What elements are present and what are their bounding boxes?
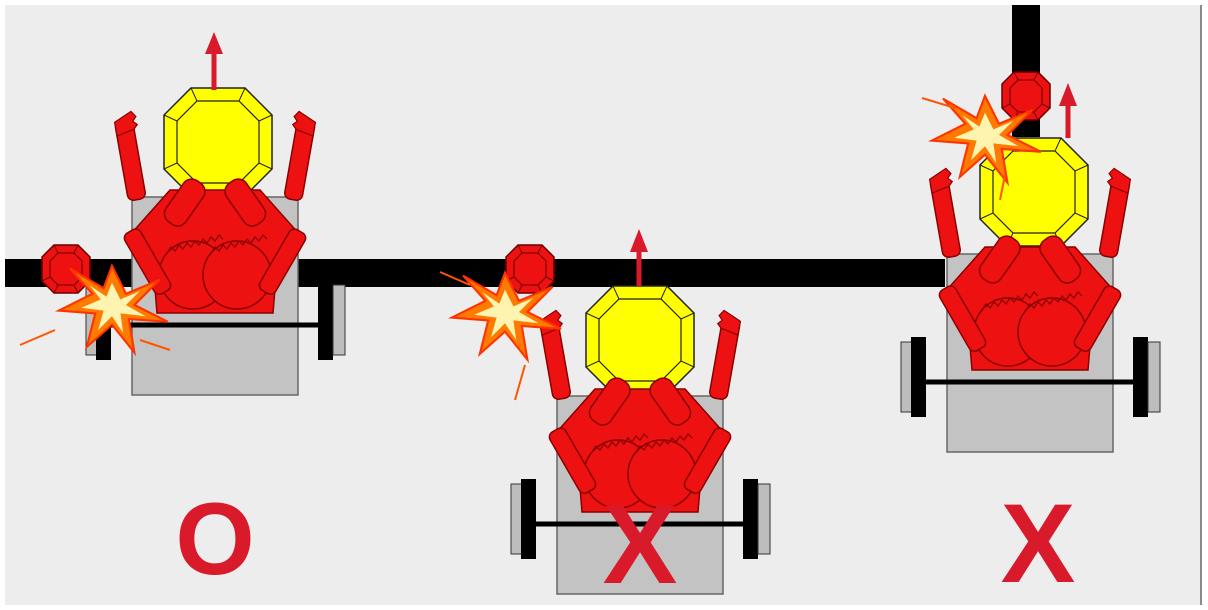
panel-mark-left: O bbox=[175, 482, 254, 596]
yellow-block-icon bbox=[163, 87, 273, 197]
yellow-block-icon bbox=[585, 285, 695, 395]
panel-mark-right: X bbox=[1001, 481, 1076, 606]
up-arrow-icon bbox=[1059, 83, 1077, 138]
up-arrow-icon bbox=[630, 229, 648, 286]
red-block-icon bbox=[505, 244, 555, 294]
red-block-icon bbox=[41, 244, 91, 294]
up-arrow-icon bbox=[205, 32, 223, 90]
panel-mark-middle: X bbox=[603, 482, 678, 607]
